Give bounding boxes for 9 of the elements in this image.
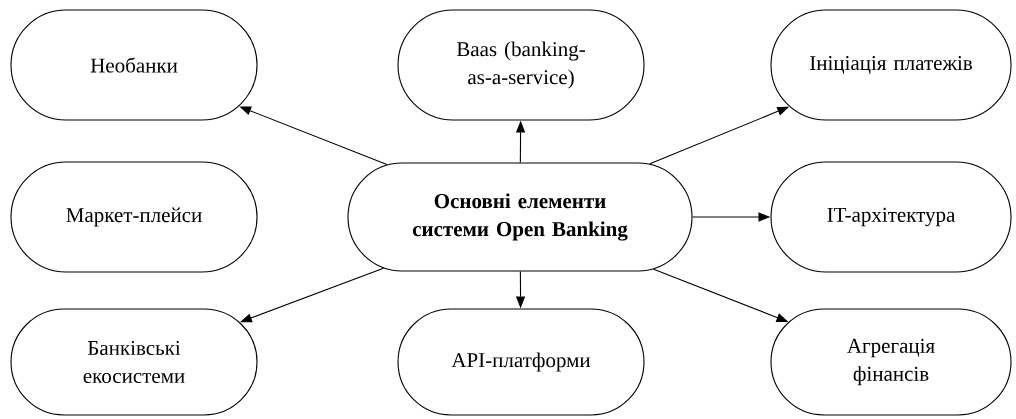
central-box: Основні елементи системи Open Banking [347,162,693,272]
element-box: API-платформи [397,308,645,416]
element-box: Необанки [10,9,258,121]
element-box: Baas (banking-as-a-service) [397,9,645,121]
element-box: Маркет-плейси [10,161,258,273]
element-box: Ініціація платежів [770,9,1012,121]
element-box: Агрегація фінансів [770,308,1012,416]
element-box: IT-архітектура [770,161,1012,273]
element-box: Банківські екосистеми [10,308,258,416]
